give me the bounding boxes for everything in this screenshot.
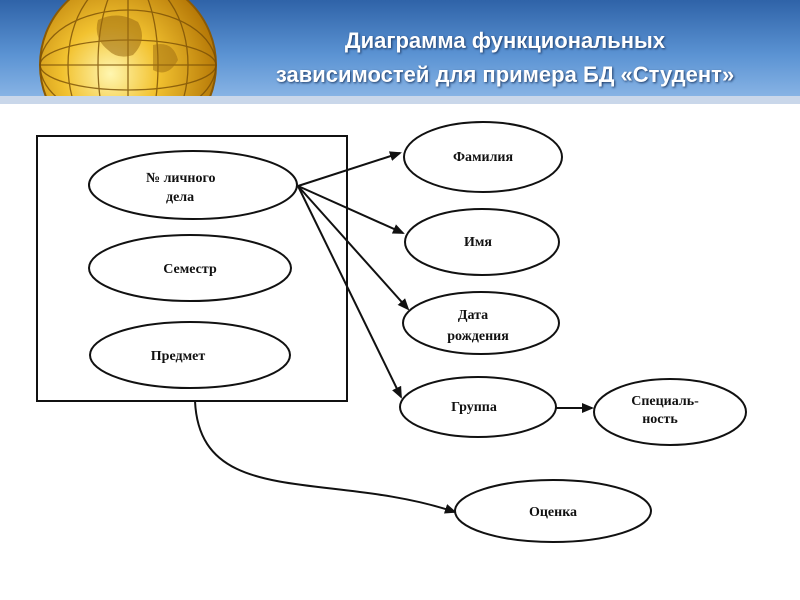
slide-title: Диаграмма функциональных зависимостей дл… <box>210 24 800 92</box>
slide-header: Диаграмма функциональных зависимостей дл… <box>0 0 800 100</box>
node-ocenka <box>454 479 652 543</box>
node-gruppa <box>399 376 557 438</box>
edge-key-ocenka <box>194 400 457 514</box>
node-lichnoe-delo <box>88 150 298 220</box>
edge-delo-imya <box>297 185 405 234</box>
title-line-2: зависимостей для примера БД «Студент» <box>275 62 735 87</box>
label-data-1: Дата <box>458 308 488 323</box>
edge-delo-data <box>297 185 410 311</box>
label-imya: Имя <box>464 235 492 250</box>
node-predmet <box>89 321 291 389</box>
label-ocenka: Оценка <box>529 505 577 520</box>
node-familiya <box>403 121 563 193</box>
label-semestr: Семестр <box>163 262 217 277</box>
label-lichnoe-delo-2: дела <box>166 190 194 205</box>
edge-delo-gruppa <box>297 185 402 399</box>
label-data-2: рождения <box>447 329 509 344</box>
node-specialnost <box>593 378 747 446</box>
label-familiya: Фамилия <box>453 150 514 165</box>
node-data-rozhdeniya <box>402 291 560 355</box>
node-semestr <box>88 234 292 302</box>
header-divider <box>0 96 800 104</box>
label-gruppa: Группа <box>451 400 497 415</box>
node-imya <box>404 208 560 276</box>
globe-icon <box>39 0 217 100</box>
title-line-1: Диаграмма функциональных <box>344 28 666 53</box>
label-specialnost-2: ность <box>642 412 678 427</box>
label-lichnoe-delo-1: № личного <box>146 171 215 186</box>
label-specialnost-1: Специаль- <box>631 394 699 409</box>
label-predmet: Предмет <box>151 349 206 364</box>
edge-delo-familiya <box>297 151 402 187</box>
composite-key-box <box>36 135 348 402</box>
